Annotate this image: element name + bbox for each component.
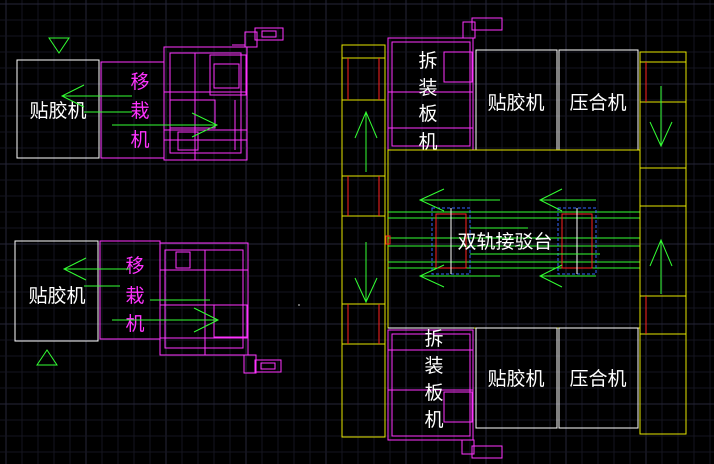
unloader-top-char2: 装 <box>418 77 437 99</box>
transfer-machine-label-2-char2: 栽 <box>125 285 144 307</box>
unloader-bottom-char3: 板 <box>424 382 443 404</box>
glue-machine-label-3: 贴胶机 <box>487 92 544 114</box>
dual-rail-arrows <box>418 188 600 288</box>
glue-machine-box-2 <box>14 240 99 342</box>
robot-equipment-drawing-2 <box>159 242 282 374</box>
press-machine-box-2 <box>558 327 639 429</box>
press-machine-label: 压合机 <box>569 92 626 114</box>
robot-equipment-drawing <box>163 27 284 161</box>
transfer-machine-label-char2: 栽 <box>130 100 149 122</box>
unloader-top-char1: 拆 <box>418 50 437 72</box>
transfer-machine-label-char1: 移 <box>130 71 149 93</box>
dual-rail-station-label: 双轨接驳台 <box>457 231 552 253</box>
press-machine-label-2: 压合机 <box>569 368 626 390</box>
left-conveyor <box>341 44 386 438</box>
unloader-top-char4: 机 <box>418 131 437 153</box>
marker-triangle-icon <box>48 37 70 54</box>
left-top-cell: 贴胶机 移 栽 机 <box>16 27 284 161</box>
unloader-bottom-char4: 机 <box>424 409 443 431</box>
marker-triangle-icon-2 <box>36 349 58 366</box>
unloader-bottom <box>387 327 503 459</box>
glue-machine-box-4 <box>475 327 558 429</box>
right-conveyor <box>639 51 687 435</box>
right-conveyor-arrows <box>649 86 673 294</box>
transfer-machine-label-2-char1: 移 <box>125 255 144 277</box>
glue-machine-label-4: 贴胶机 <box>487 368 544 390</box>
left-bottom-cell: 贴胶机 移 栽 机 <box>14 240 282 374</box>
flow-arrows-top <box>60 84 219 138</box>
glue-machine-box <box>16 59 100 159</box>
transfer-machine-label-2-char3: 机 <box>125 313 144 335</box>
unloader-top-char3: 板 <box>418 103 437 125</box>
glue-machine-label: 贴胶机 <box>29 100 86 122</box>
flow-arrows-bottom <box>62 257 220 333</box>
glue-machine-label-2: 贴胶机 <box>28 285 85 307</box>
unloader-bottom-char1: 拆 <box>424 328 443 350</box>
stray-dot <box>298 304 300 306</box>
transfer-machine-label-char3: 机 <box>130 129 149 151</box>
unloader-bottom-char2: 装 <box>424 355 443 377</box>
right-complex: 拆 装 板 机 贴胶机 压合机 <box>341 17 687 459</box>
left-conveyor-arrows <box>354 110 378 304</box>
